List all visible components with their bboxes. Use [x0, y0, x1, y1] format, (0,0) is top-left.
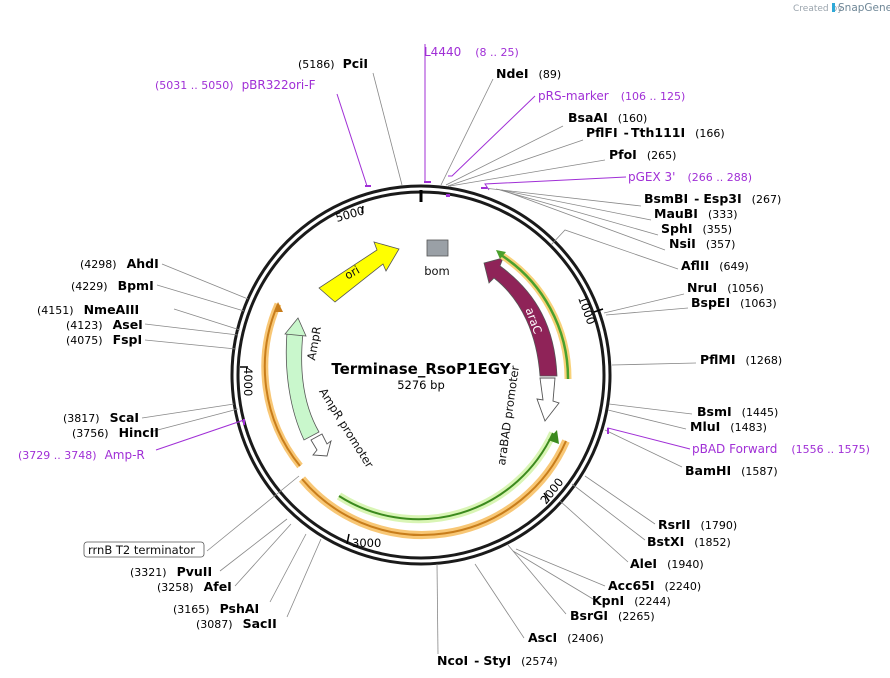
primer-amp-r[interactable]: (3729 .. 3748)Amp-R	[18, 448, 145, 462]
arac-label: araC	[523, 306, 545, 336]
site-bsaai[interactable]: BsaAI(160)	[568, 110, 647, 125]
rrnb-terminator-label: rrnB T2 terminator	[88, 543, 195, 557]
rrnb-terminator-callout[interactable]: rrnB T2 terminator	[83, 541, 205, 558]
site-bstxi[interactable]: BstXI(1852)	[647, 534, 731, 549]
backbone	[230, 184, 612, 566]
site-scai[interactable]: (3817)ScaI	[63, 410, 139, 425]
site-pflmi[interactable]: PflMI(1268)	[700, 352, 782, 367]
primer-pbad-forward[interactable]: pBAD Forward(1556 .. 1575)	[692, 442, 870, 456]
site-bsmbi-esp3i[interactable]: BsmBI-Esp3I(267)	[644, 191, 781, 206]
ampr-label: AmpR	[304, 325, 324, 361]
primer-labels: L4440(8 .. 25) pRS-marker(106 .. 125) pG…	[18, 45, 870, 462]
site-pfoi[interactable]: PfoI(265)	[609, 147, 676, 162]
site-asci[interactable]: AscI(2406)	[528, 630, 604, 645]
ampr-promoter-feature[interactable]	[310, 433, 332, 457]
site-leaders	[141, 72, 697, 655]
tick-3000: 3000	[352, 536, 381, 550]
site-ndei[interactable]: NdeI(89)	[496, 66, 561, 81]
arabad-promoter-feature[interactable]	[536, 377, 560, 422]
primer-marks	[243, 181, 609, 434]
orf-arc-bottom-green	[336, 431, 557, 524]
site-alei[interactable]: AleI(1940)	[630, 556, 704, 571]
site-maubi[interactable]: MauBI(333)	[654, 206, 738, 221]
backbone-outer-ring	[230, 184, 612, 566]
primer-l4440[interactable]: L4440(8 .. 25)	[424, 45, 519, 59]
site-ncoi-styi[interactable]: NcoI-StyI(2574)	[437, 653, 558, 668]
site-bsmi[interactable]: BsmI(1445)	[697, 404, 778, 419]
site-ahdi[interactable]: (4298)AhdI	[80, 256, 159, 271]
site-mlui[interactable]: MluI(1483)	[690, 419, 767, 434]
site-acc65i[interactable]: Acc65I(2240)	[608, 578, 701, 593]
bom-label: bom	[424, 264, 450, 278]
site-kpni[interactable]: KpnI(2244)	[592, 593, 671, 608]
tick-4000: 4000	[241, 367, 255, 396]
site-aflii[interactable]: AflII(649)	[681, 258, 749, 273]
svg-text:5000: 5000	[334, 203, 366, 225]
bom-feature[interactable]	[426, 239, 449, 257]
snapgene-logo-icon	[832, 3, 835, 12]
created-by-text: Created by	[793, 4, 843, 14]
site-bspei[interactable]: BspEI(1063)	[691, 295, 777, 310]
plasmid-name: Terminase_RsoP1EGY	[331, 360, 511, 378]
primer-pbr322ori-f[interactable]: (5031 .. 5050)pBR322ori-F	[155, 78, 316, 92]
site-pcii[interactable]: (5186)PciI	[298, 56, 368, 71]
ori-feature[interactable]	[318, 241, 400, 303]
svg-text:4000: 4000	[241, 367, 255, 396]
site-asei[interactable]: (4123)AseI	[66, 317, 143, 332]
site-pflfi-tth111i[interactable]: PflFI-Tth111I(166)	[586, 125, 725, 140]
site-nsii[interactable]: NsiI(357)	[669, 236, 735, 251]
site-rsrii[interactable]: RsrII(1790)	[658, 517, 737, 532]
site-fspi[interactable]: (4075)FspI	[66, 332, 142, 347]
site-bsrgi[interactable]: BsrGI(2265)	[570, 608, 655, 623]
plasmid-length: 5276 bp	[397, 378, 445, 392]
ampr-arrowhead	[284, 317, 307, 337]
arabad-promoter-label: araBAD promoter	[494, 364, 522, 466]
site-bamhi[interactable]: BamHI(1587)	[685, 463, 778, 478]
site-pvuii[interactable]: (3321)PvuII	[130, 564, 212, 579]
ampr-promoter-label: AmpR promoter	[316, 385, 376, 470]
site-sphi[interactable]: SphI(355)	[661, 221, 732, 236]
ampr-feature[interactable]	[285, 331, 320, 441]
site-labels: (5186)PciI NdeI(89) BsaAI(160) PflFI-Tth…	[37, 56, 782, 668]
site-nmeaiii[interactable]: (4151)NmeAIII	[37, 302, 139, 317]
site-hincii[interactable]: (3756)HincII	[72, 425, 159, 440]
site-nrui[interactable]: NruI(1056)	[687, 280, 764, 295]
site-sacii[interactable]: (3087)SacII	[196, 616, 277, 631]
snapgene-credit: Created by SnapGene	[793, 2, 890, 14]
tick-5000: 5000	[334, 203, 366, 225]
site-pshai[interactable]: (3165)PshAI	[173, 601, 259, 616]
site-bpmi[interactable]: (4229)BpmI	[71, 278, 154, 293]
ori-label: ori	[342, 263, 362, 283]
site-afei[interactable]: (3258)AfeI	[157, 579, 232, 594]
primer-pgex3[interactable]: pGEX 3'(266 .. 288)	[628, 170, 752, 184]
primer-prs-marker[interactable]: pRS-marker(106 .. 125)	[538, 89, 685, 103]
snapgene-brand: SnapGene	[838, 2, 890, 14]
arac-feature[interactable]	[483, 257, 558, 377]
